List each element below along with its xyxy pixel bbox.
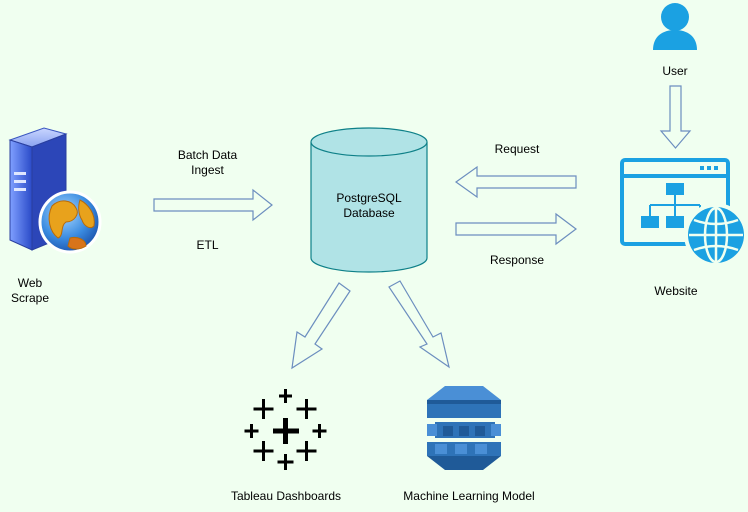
user-icon [653, 3, 697, 50]
db-to-ml-arrow [388, 280, 450, 369]
web-scrape-label: Web Scrape [10, 276, 50, 305]
db-to-tableau-arrow [291, 282, 351, 370]
request-arrow [454, 165, 577, 199]
response-label: Response [489, 253, 545, 267]
tableau-label: Tableau Dashboards [230, 489, 342, 503]
user-to-website-arrow [659, 85, 692, 149]
etl-label: ETL [196, 238, 219, 252]
ml-model-label: Machine Learning Model [403, 489, 535, 503]
user-label: User [662, 64, 688, 78]
website-sitemap-icon [620, 158, 748, 267]
website-label: Website [654, 284, 698, 298]
request-label: Request [494, 142, 540, 156]
database-label: PostgreSQL Database [336, 191, 402, 220]
ingest-arrow [153, 188, 273, 222]
ingest-label: Batch Data Ingest [177, 148, 238, 177]
postgresql-database-cylinder [310, 127, 428, 273]
stacked-cubes-icon [427, 386, 501, 470]
server-globe-icon [8, 127, 102, 254]
tableau-icon [244, 389, 327, 470]
response-arrow [455, 212, 577, 246]
